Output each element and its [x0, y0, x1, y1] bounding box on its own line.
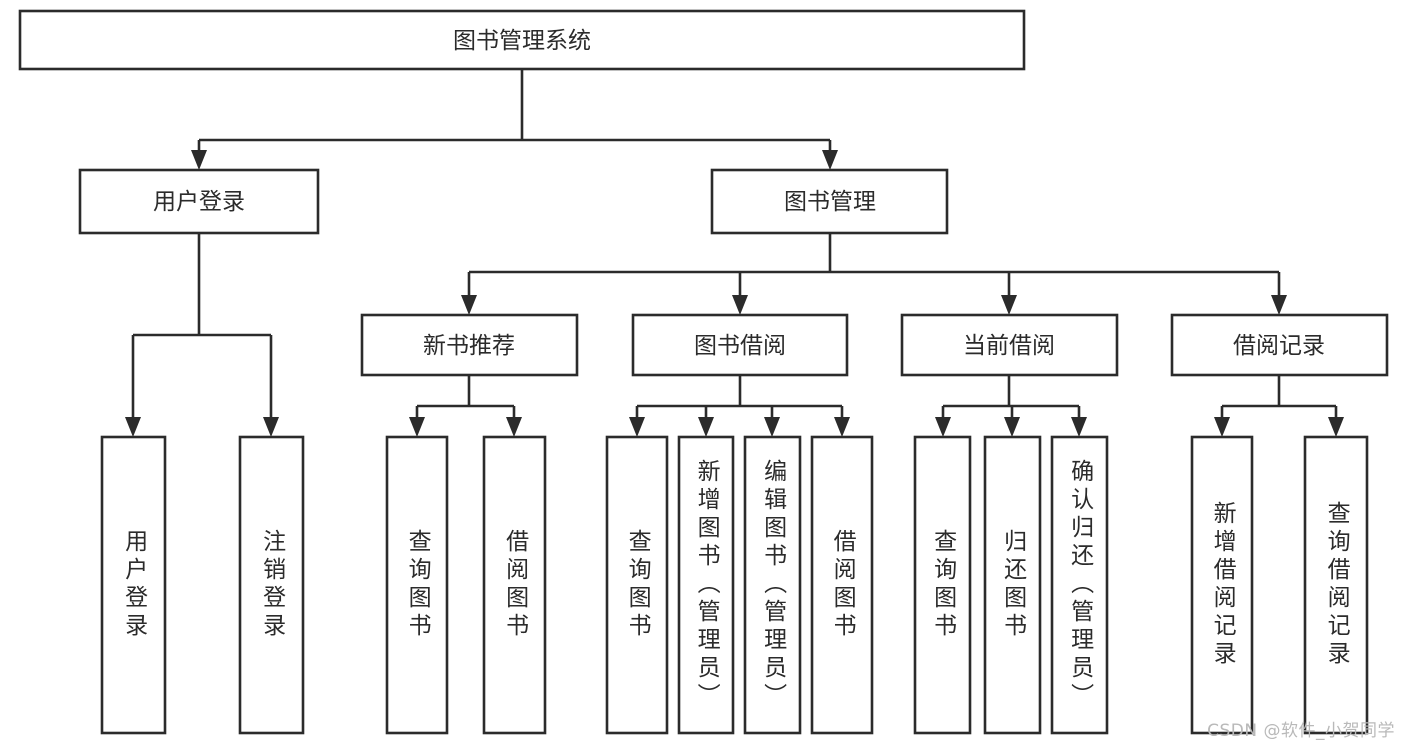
arrow-head-current-borrow — [1001, 295, 1017, 315]
node-user-login-label: 用户登录 — [153, 189, 245, 215]
node-book-borrow[interactable]: 图书借阅 — [631, 313, 849, 377]
arrow-head-leaf-user-login — [125, 417, 141, 437]
node-current-borrow[interactable]: 当前借阅 — [900, 313, 1119, 377]
node-current-borrow-box[interactable] — [900, 313, 1119, 377]
csdn-watermark: CSDN @软件_小贺同学 — [1207, 721, 1395, 741]
arrow-head-newbook-leaf-1 — [409, 417, 425, 437]
leaf-box-query-book-cur[interactable] — [913, 435, 972, 735]
leaf-box-borrow-book[interactable] — [810, 435, 874, 735]
node-book-management[interactable]: 图书管理 — [710, 168, 949, 235]
node-current-borrow-label: 当前借阅 — [963, 333, 1055, 359]
leaf-box-user-login[interactable] — [100, 435, 167, 735]
arrow-head-borrowrecord-leaf-2 — [1328, 417, 1344, 437]
arrow-head-leaf-logout — [263, 417, 279, 437]
node-root-label: 图书管理系统 — [453, 28, 591, 54]
arrow-head-currentborrow-leaf-2 — [1004, 417, 1020, 437]
leaf-box-add-borrow-record[interactable] — [1190, 435, 1254, 735]
arrow-head-bookborrow-leaf-4 — [834, 417, 850, 437]
arrow-head-bookborrow-leaf-3 — [764, 417, 780, 437]
leaf-box-confirm-return[interactable] — [1050, 435, 1109, 735]
arrow-head-newbook-leaf-2 — [506, 417, 522, 437]
node-borrow-record-box[interactable] — [1170, 313, 1389, 377]
node-book-management-label: 图书管理 — [784, 189, 876, 215]
node-user-login[interactable]: 用户登录 — [78, 168, 320, 235]
node-borrow-record[interactable]: 借阅记录 — [1170, 313, 1389, 377]
node-book-borrow-label: 图书借阅 — [694, 333, 786, 359]
leaf-box-return-book[interactable] — [983, 435, 1042, 735]
node-new-book-recommend-box[interactable] — [360, 313, 579, 377]
arrow-head-new-book-rec — [461, 295, 477, 315]
arrow-head-bookborrow-leaf-2 — [698, 417, 714, 437]
node-book-borrow-box[interactable] — [631, 313, 849, 377]
node-new-book-recommend-label: 新书推荐 — [423, 333, 515, 359]
leaf-box-borrow-book-rec[interactable] — [482, 435, 547, 735]
leaf-box-add-book-admin[interactable] — [677, 435, 735, 735]
arrow-head-book-borrow — [732, 295, 748, 315]
leaf-box-query-book[interactable] — [605, 435, 669, 735]
node-new-book-recommend[interactable]: 新书推荐 — [360, 313, 579, 377]
node-root-box[interactable] — [18, 9, 1026, 71]
arrow-head-currentborrow-leaf-1 — [935, 417, 951, 437]
node-user-login-box[interactable] — [78, 168, 320, 235]
leaf-box-layer — [100, 435, 1369, 735]
arrow-head-bookborrow-leaf-1 — [629, 417, 645, 437]
connector-layer — [125, 69, 1344, 437]
arrow-head-currentborrow-leaf-3 — [1071, 417, 1087, 437]
arrow-head-borrowrecord-leaf-1 — [1214, 417, 1230, 437]
node-borrow-record-label: 借阅记录 — [1233, 333, 1325, 359]
leaf-box-query-book-rec[interactable] — [385, 435, 449, 735]
arrow-head-user-login — [191, 150, 207, 170]
node-root[interactable]: 图书管理系统 — [18, 9, 1026, 71]
leaf-box-edit-book-admin[interactable] — [743, 435, 802, 735]
leaf-box-logout[interactable] — [238, 435, 305, 735]
arrow-head-borrow-record — [1271, 295, 1287, 315]
node-book-management-box[interactable] — [710, 168, 949, 235]
arrow-head-book-manage — [822, 150, 838, 170]
leaf-box-query-borrow-rec[interactable] — [1303, 435, 1369, 735]
